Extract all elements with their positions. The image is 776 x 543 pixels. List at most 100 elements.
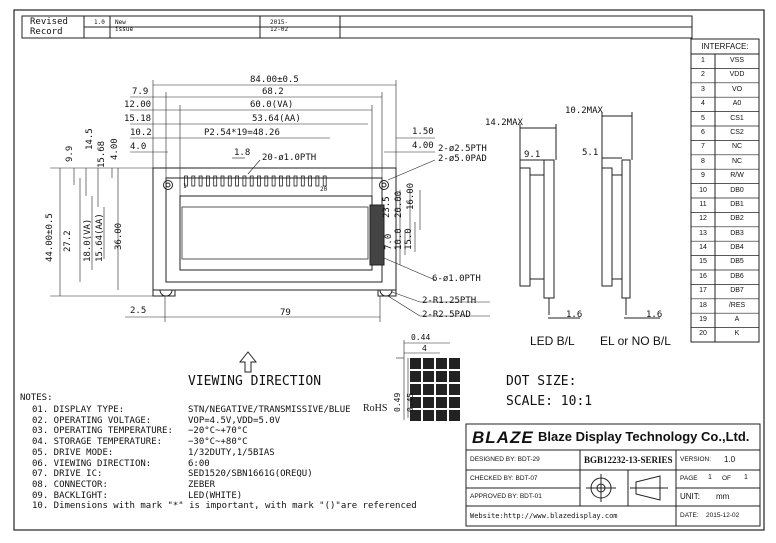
dot-cell bbox=[423, 384, 434, 395]
connector-pin bbox=[264, 175, 269, 187]
connector-pin bbox=[213, 175, 218, 187]
dim-left-10-2: 10.2 bbox=[130, 128, 152, 138]
dim-left-4-0: 4.0 bbox=[130, 142, 147, 152]
dim-bottom-2-5: 2.5 bbox=[130, 306, 147, 316]
website: Website:http://www.blazedisplay.com bbox=[470, 512, 618, 520]
connector-pin bbox=[242, 175, 247, 187]
pin-number: 11 bbox=[699, 200, 707, 208]
connector-pin bbox=[322, 175, 327, 187]
designed-by: DESIGNED BY: BDT-29 bbox=[470, 456, 540, 463]
pin-number: 20 bbox=[699, 330, 707, 338]
pin-number: 1 bbox=[701, 57, 705, 64]
dim-pin-holes: 20-ø1.0PTH bbox=[262, 153, 317, 163]
dim-r-r2-5: 2-R2.5PAD bbox=[422, 310, 471, 320]
pin-signal: DB0 bbox=[730, 186, 744, 194]
unit-value: mm bbox=[716, 492, 730, 501]
connector-pin bbox=[205, 175, 210, 187]
note-key: 08. CONNECTOR: bbox=[32, 479, 108, 490]
checked-by: CHECKED BY: BDT-07 bbox=[470, 475, 538, 482]
pin-number: 7 bbox=[701, 143, 705, 151]
record-text: Record bbox=[30, 27, 63, 37]
revision-description: New issue bbox=[115, 19, 134, 33]
approved-by: APPROVED BY: BDT-01 bbox=[470, 493, 542, 500]
dim-bottom-79: 79 bbox=[280, 308, 291, 318]
dim-left-12: 12.00 bbox=[124, 100, 152, 110]
interface-row: 1 VSS bbox=[691, 54, 759, 68]
dot-cell bbox=[449, 384, 460, 395]
pin-number: 15 bbox=[699, 258, 707, 266]
connector-pin bbox=[249, 175, 254, 187]
dim-r-23-5: 23.5 bbox=[382, 196, 392, 218]
dim-r-4-00: 4.00 bbox=[412, 141, 434, 151]
connector-pin bbox=[315, 175, 320, 187]
dim-left-7-9: 7.9 bbox=[132, 87, 149, 97]
pin-number: 3 bbox=[701, 85, 705, 93]
pin-number: 19 bbox=[699, 316, 707, 324]
note-10: 10. Dimensions with mark "*" is importan… bbox=[32, 501, 417, 511]
dim-v-27-2: 27.2 bbox=[63, 230, 73, 252]
el-depth: 10.2MAX bbox=[565, 106, 603, 116]
dot-cell bbox=[410, 358, 421, 369]
dim-r-r1-25: 2-R1.25PTH bbox=[422, 296, 477, 306]
rohs-mark: RoHS bbox=[363, 403, 388, 414]
connector-pin bbox=[308, 175, 313, 187]
pin-20-label: 20 bbox=[320, 186, 328, 193]
dim-r-pad: 2-ø5.0PAD bbox=[438, 154, 487, 164]
pin-number: 13 bbox=[699, 229, 707, 237]
pin-signal: CS1 bbox=[730, 114, 744, 122]
note-key: 05. DRIVE MODE: bbox=[32, 447, 114, 458]
pin-number: 4 bbox=[701, 100, 705, 108]
of-value: 1 bbox=[744, 474, 748, 481]
connector-pin bbox=[235, 175, 240, 187]
page-label: PAGE bbox=[680, 475, 698, 482]
note-key: 04. STORAGE TEMPERATURE: bbox=[32, 437, 163, 448]
dim-v-36: 36.00 bbox=[114, 222, 124, 250]
led-depth: 14.2MAX bbox=[485, 118, 523, 128]
interface-row: 3 VO bbox=[691, 83, 759, 97]
led-label: LED B/L bbox=[530, 334, 575, 348]
dot-cell bbox=[423, 410, 434, 421]
interface-row: 4 A0 bbox=[691, 97, 759, 111]
connector-pin bbox=[198, 175, 203, 187]
pin-signal: DB3 bbox=[730, 229, 744, 237]
dot-cell bbox=[423, 371, 434, 382]
pin-signal: VO bbox=[731, 85, 743, 93]
pin-1-label: 1 bbox=[183, 183, 187, 190]
pin-signal: A0 bbox=[732, 100, 742, 108]
pin-signal: DB2 bbox=[730, 215, 744, 223]
dim-r-ptH: 2-ø2.5PTH bbox=[438, 144, 487, 154]
pin-signal: K bbox=[734, 330, 740, 338]
dim-aa-width: 53.64(AA) bbox=[252, 114, 301, 124]
dim-r-10: 10.0 bbox=[394, 228, 404, 250]
pin-number: 6 bbox=[701, 128, 705, 136]
dot-size-label: DOT SIZE: bbox=[506, 374, 577, 389]
connector-pin bbox=[271, 175, 276, 187]
dot-w1: 0.44 bbox=[411, 333, 431, 342]
dim-v-aa: 15.64(AA) bbox=[95, 213, 105, 262]
version-label: VERSION: bbox=[680, 456, 712, 463]
connector-pin bbox=[227, 175, 232, 187]
dim-v-va: 18.0(VA) bbox=[83, 218, 93, 262]
of-label: OF bbox=[722, 475, 732, 482]
note-key: 06. VIEWING DIRECTION: bbox=[32, 458, 152, 469]
dot-cell bbox=[436, 397, 447, 408]
dot-cell bbox=[410, 384, 421, 395]
pin-signal: VSS bbox=[729, 57, 744, 64]
note-value: SED1520/SBN1661G(OREQU) bbox=[188, 469, 313, 480]
dim-v-15-68: 15.68 bbox=[97, 140, 107, 168]
pin-number: 18 bbox=[699, 301, 707, 309]
pin-number: 8 bbox=[701, 157, 705, 165]
dim-pcb-width: 68.2 bbox=[262, 87, 284, 97]
dim-v-9-9: 9.9 bbox=[65, 145, 75, 162]
connector-pin bbox=[293, 175, 298, 187]
dim-pin-pitch: P2.54*19=48.26 bbox=[204, 128, 280, 138]
dim-overall-height: 44.00±0.5 bbox=[45, 213, 55, 262]
connector-pin bbox=[191, 175, 196, 187]
